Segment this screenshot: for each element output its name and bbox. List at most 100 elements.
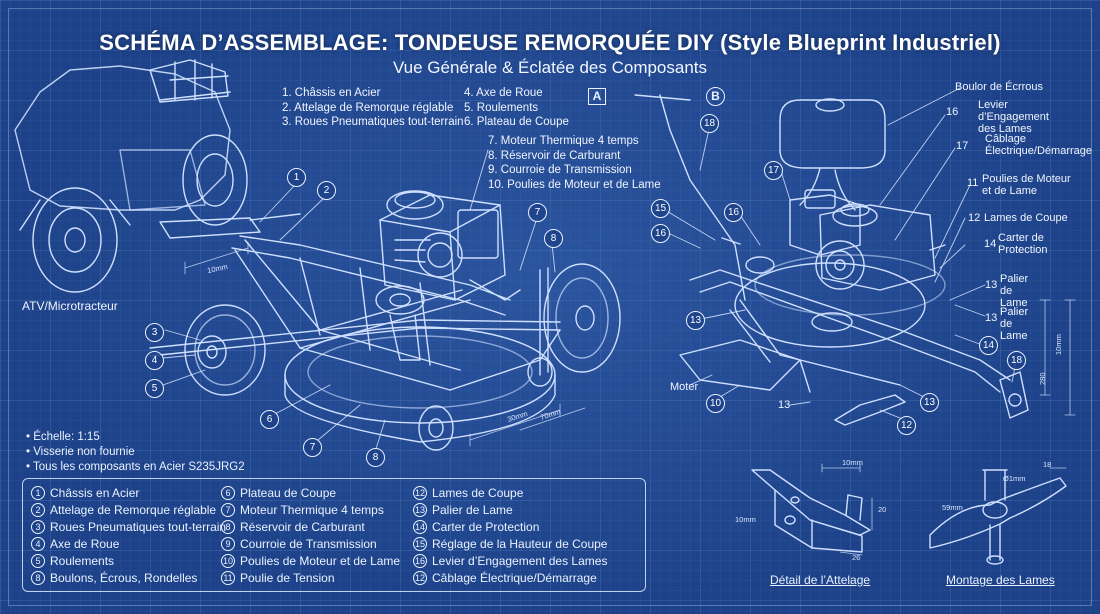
list-item: 5. Roulements [464, 101, 539, 114]
callout-r-12-text: 12 [968, 212, 981, 224]
callout-7b: 7 [528, 203, 547, 222]
note-item: • Échelle: 1:15 [26, 431, 100, 443]
notes-block: • Échelle: 1:15 • Visserie non fournie •… [26, 430, 245, 475]
list-item: 7. Moteur Thermique 4 temps [488, 135, 639, 147]
callout-r-12: 12 [897, 416, 916, 435]
label-levier: Levier d’Engagement des Lames [978, 99, 1049, 135]
list-item: 4. Axe de Roue [464, 87, 543, 99]
label-cablage: Câblage Électrique/Démarrage [985, 133, 1092, 157]
mower-deck-left [284, 326, 556, 443]
callout-r-13c: 13 [920, 393, 939, 412]
callout-8b: 8 [544, 229, 563, 248]
callout-r-13b-text: 13 [985, 312, 998, 324]
dim-right-1: 10mm [1054, 334, 1063, 355]
callout-3: 3 [145, 323, 164, 342]
exploded-view-right [634, 94, 1029, 426]
detail-lames-dim-1: Ø1mm [1003, 474, 1026, 483]
detail-lames-dim-3: 18 [1043, 460, 1052, 469]
atv-label: ATV/Microtracteur [22, 299, 118, 313]
view-marker-b: B [706, 87, 725, 106]
callout-2: 2 [317, 181, 336, 200]
detail-attelage-drawing [751, 469, 871, 553]
callout-8: 8 [366, 448, 385, 467]
label-palier-2: Palier de Lame [1000, 306, 1029, 342]
callout-1: 1 [287, 168, 306, 187]
list-item: 6. Plateau de Coupe [464, 116, 569, 128]
callout-r-11-text: 11 [967, 177, 979, 189]
callout-5: 5 [145, 379, 164, 398]
detail-lames-caption: Montage des Lames [946, 573, 1055, 587]
list-item: 2. Attelage de Remorque réglable [282, 101, 454, 114]
callout-r-16-text: 16 [946, 106, 959, 118]
callout-r-15: 15 [651, 199, 670, 218]
engine-left [375, 190, 521, 361]
callout-r-16a: 16 [651, 224, 670, 243]
detail-lames-drawing [929, 469, 1067, 565]
label-palier-1: Palier de Lame [1000, 273, 1029, 309]
component-list-col2: 4. Axe de Roue 5. Roulements 6. Plateau … [464, 86, 569, 130]
label-moter: Moter [670, 381, 699, 393]
detail-lames-dim-2: 59mm [942, 503, 963, 512]
list-item: 1. Châssis en Acier [282, 87, 381, 99]
view-marker-a: A [588, 88, 606, 105]
dim-right-2: 280 [1038, 372, 1047, 385]
component-list-col3: 7. Moteur Thermique 4 temps 8. Réservoir… [488, 134, 661, 192]
list-item: 8. Réservoir de Carburant [488, 149, 621, 162]
wheels-left [184, 263, 621, 451]
detail-attelage-caption: Détail de l’Attelage [770, 573, 871, 587]
callout-r-13d: 13 [686, 311, 705, 330]
callout-r-10: 10 [706, 394, 725, 413]
callout-r-17-text: 17 [956, 140, 969, 152]
detail-attelage-dim-1: 10mm [842, 458, 863, 467]
callout-r-17: 17 [764, 161, 783, 180]
list-item: 9. Courroie de Transmission [488, 164, 632, 176]
callout-4: 4 [145, 351, 164, 370]
label-boulon: Boulor de Écrrous [955, 81, 1044, 93]
callout-r-14: 14 [979, 336, 998, 355]
list-item: 10. Poulies de Moteur et de Lame [488, 178, 661, 191]
label-carter: Carter de Protection [998, 232, 1048, 256]
component-list-col1: 1. Châssis en Acier 2. Attelage de Remor… [282, 86, 464, 130]
list-item: 3. Roues Pneumatiques tout-terrain [282, 116, 464, 128]
detail-attelage-dim-3: 20 [878, 505, 887, 514]
chassis-left [149, 235, 561, 391]
note-item: • Visserie non fournie [26, 446, 135, 458]
callout-r-18b: 18 [1007, 351, 1026, 370]
label-lames: Lames de Coupe [984, 212, 1068, 224]
callout-r-16b: 16 [724, 203, 743, 222]
callout-r-13e-text: 13 [778, 399, 791, 411]
detail-attelage-dim-2: 10mm [735, 515, 756, 524]
callout-r-14-text: 14 [984, 238, 997, 250]
callout-r-18: 18 [700, 114, 719, 133]
diagram-title: SCHÉMA D’ASSEMBLAGE: TONDEUSE REMORQUÉE … [99, 30, 1001, 55]
label-poulies: Poulies de Moteur et de Lame [982, 173, 1071, 197]
callout-r-13a-text: 13 [985, 279, 998, 291]
detail-attelage-dim-4: 26 [852, 553, 861, 562]
callout-7: 7 [303, 438, 322, 457]
callout-6: 6 [260, 410, 279, 429]
